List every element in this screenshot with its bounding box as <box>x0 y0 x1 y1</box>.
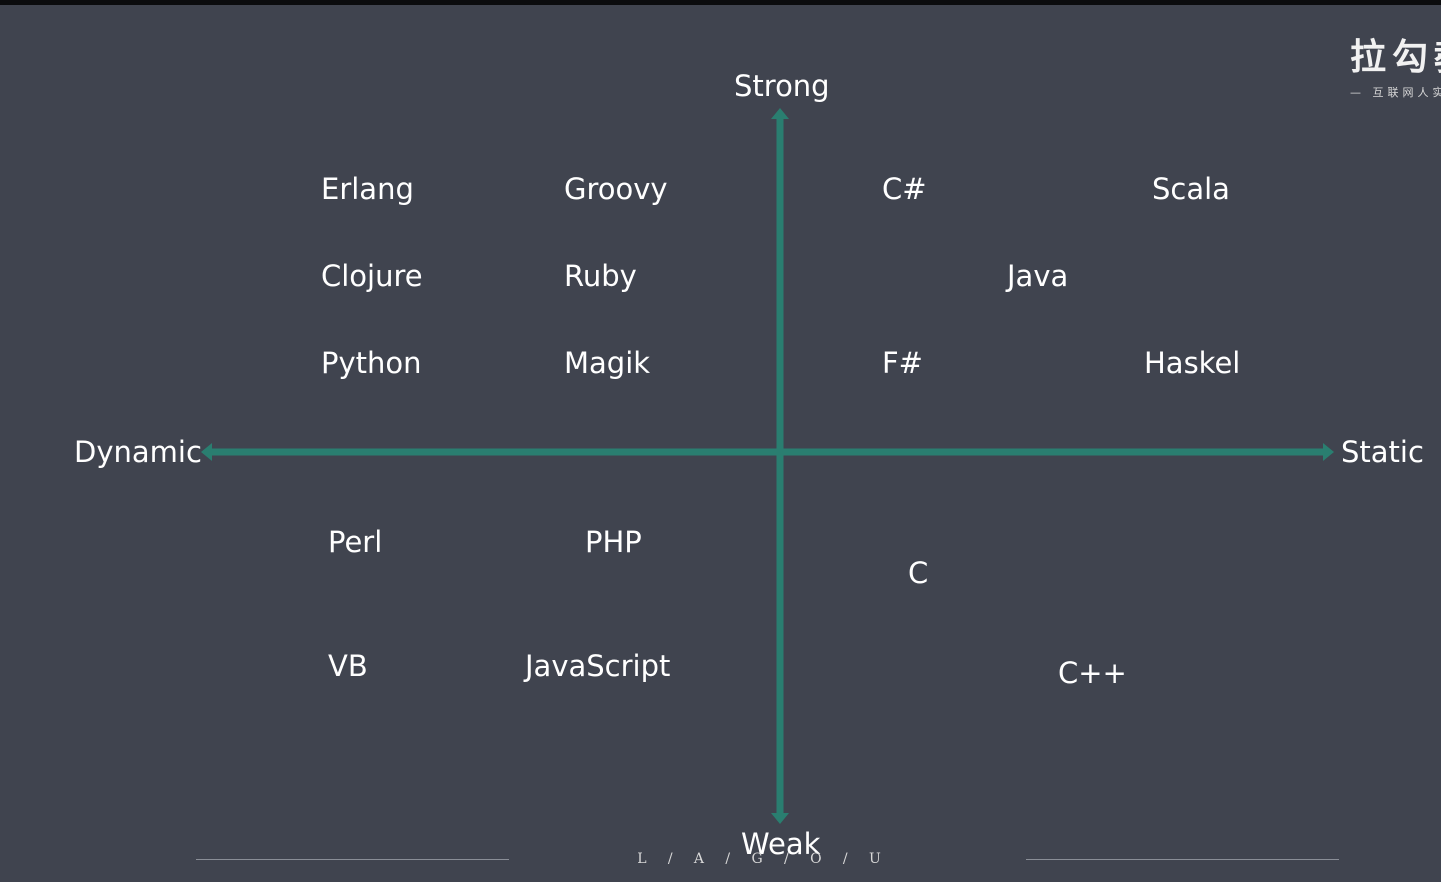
logo-sub-text: — 互联网人实 <box>1350 86 1441 99</box>
axis-label-strong: Strong <box>734 69 830 103</box>
language-php: PHP <box>585 525 642 559</box>
arrow-left-icon <box>201 443 212 461</box>
language-csharp: C# <box>882 172 927 206</box>
axis-label-weak: Weak <box>741 827 821 861</box>
axis-label-dynamic: Dynamic <box>74 435 202 469</box>
language-clojure: Clojure <box>321 259 423 293</box>
language-magik: Magik <box>564 346 651 380</box>
footer-line-right <box>1026 859 1339 860</box>
footer-watermark: L / A / G / O / U <box>637 851 883 867</box>
language-scala: Scala <box>1152 172 1230 206</box>
arrow-down-icon <box>771 813 789 824</box>
arrow-right-icon <box>1323 443 1334 461</box>
language-cpp: C++ <box>1058 656 1127 690</box>
footer-line-left <box>196 859 509 860</box>
language-haskel: Haskel <box>1144 346 1241 380</box>
arrow-up-icon <box>771 108 789 119</box>
logo-main-text: 拉勾教 <box>1350 37 1441 78</box>
language-c: C <box>908 556 929 590</box>
language-fsharp: F# <box>882 346 923 380</box>
language-javascript: JavaScript <box>525 649 671 683</box>
language-python: Python <box>321 346 422 380</box>
language-ruby: Ruby <box>564 259 637 293</box>
axis-label-static: Static <box>1341 435 1424 469</box>
language-erlang: Erlang <box>321 172 414 206</box>
brand-logo: 拉勾教 — 互联网人实 <box>1350 40 1441 100</box>
top-bar <box>0 0 1441 5</box>
language-perl: Perl <box>328 525 383 559</box>
language-groovy: Groovy <box>564 172 668 206</box>
language-java: Java <box>1007 259 1069 293</box>
language-vb: VB <box>328 649 368 683</box>
